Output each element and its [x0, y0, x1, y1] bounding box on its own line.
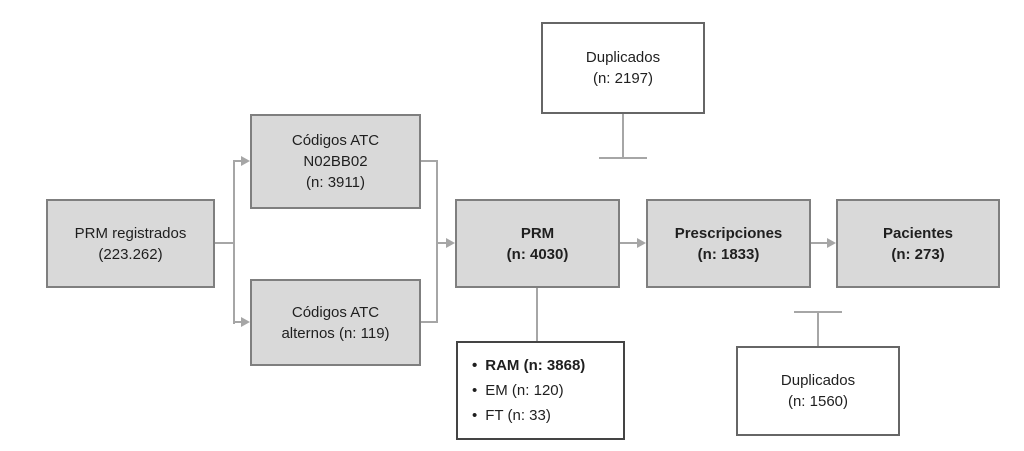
box-duplicados-superior-count: (n: 2197) [592, 70, 654, 87]
box-codigos-atc-principal-line1: Códigos ATC [291, 132, 380, 149]
connector-branch-vertical [233, 160, 235, 324]
box-codigos-atc-alternos-line1: Códigos ATC [291, 303, 380, 321]
box-codigos-atc-principal-line2: N02BB02 [303, 153, 368, 170]
box-codigos-atc-alternos-line2: alternos (n: 119) [281, 324, 390, 342]
box-clasificacion: • RAM (n: 3868) • EM (n: 120) • FT (n: 3… [456, 341, 625, 440]
connector-duplicados-inferior-cap [794, 311, 842, 313]
box-duplicados-inferior-title: Duplicados [780, 372, 856, 389]
box-prescripciones: Prescripciones (n: 1833) [646, 199, 811, 288]
list-item-em-label: EM (n: 120) [485, 382, 564, 399]
connector-prm-prescripciones [620, 242, 637, 244]
box-pacientes-title: Pacientes [882, 224, 954, 242]
bullet-icon: • [472, 382, 478, 399]
arrowhead-to-prm-icon [446, 238, 455, 248]
box-prm-count: (n: 4030) [506, 245, 569, 263]
list-item-ft: • FT (n: 33) [472, 405, 551, 426]
box-prm-registrados-title: PRM registrados [74, 224, 187, 242]
box-prm-registrados: PRM registrados (223.262) [46, 199, 215, 288]
arrowhead-pacientes-icon [827, 238, 836, 248]
box-pacientes: Pacientes (n: 273) [836, 199, 1000, 288]
connector-prm-registrados-stub [215, 242, 234, 244]
box-prm-title: PRM [520, 224, 555, 242]
connector-prm-clasificacion [536, 288, 538, 341]
box-pacientes-count: (n: 273) [891, 245, 945, 263]
list-item-em: • EM (n: 120) [472, 380, 564, 401]
box-codigos-atc-alternos: Códigos ATC alternos (n: 119) [250, 279, 421, 366]
box-duplicados-superior-title: Duplicados [585, 49, 661, 66]
connector-duplicados-inferior-vertical [817, 312, 819, 346]
connector-duplicados-superior-vertical [622, 114, 624, 158]
bullet-icon: • [472, 407, 478, 424]
box-duplicados-superior: Duplicados (n: 2197) [541, 22, 705, 114]
arrowhead-to-atc-principal-icon [241, 156, 250, 166]
box-codigos-atc-principal: Códigos ATC N02BB02 (n: 3911) [250, 114, 421, 209]
arrowhead-prescripciones-icon [637, 238, 646, 248]
box-codigos-atc-principal-count: (n: 3911) [306, 174, 365, 191]
box-prm: PRM (n: 4030) [455, 199, 620, 288]
connector-duplicados-superior-cap [599, 157, 647, 159]
box-duplicados-inferior: Duplicados (n: 1560) [736, 346, 900, 436]
list-item-ft-label: FT (n: 33) [485, 407, 551, 424]
bullet-icon: • [472, 357, 478, 374]
connector-atc-principal-stub [421, 160, 438, 162]
box-prescripciones-title: Prescripciones [674, 224, 783, 242]
list-item-ram-label: RAM (n: 3868) [485, 357, 586, 374]
connector-prescripciones-pacientes [811, 242, 827, 244]
connector-merge-vertical [436, 160, 438, 323]
connector-to-atc-principal [234, 160, 242, 162]
arrowhead-to-atc-alternos-icon [241, 317, 250, 327]
list-item-ram: • RAM (n: 3868) [472, 355, 585, 376]
connector-to-prm [437, 242, 447, 244]
box-duplicados-inferior-count: (n: 1560) [787, 393, 849, 410]
connector-atc-alternos-stub [421, 321, 438, 323]
box-prescripciones-count: (n: 1833) [697, 245, 760, 263]
box-prm-registrados-count: (223.262) [98, 245, 163, 263]
connector-to-atc-alternos [234, 321, 242, 323]
